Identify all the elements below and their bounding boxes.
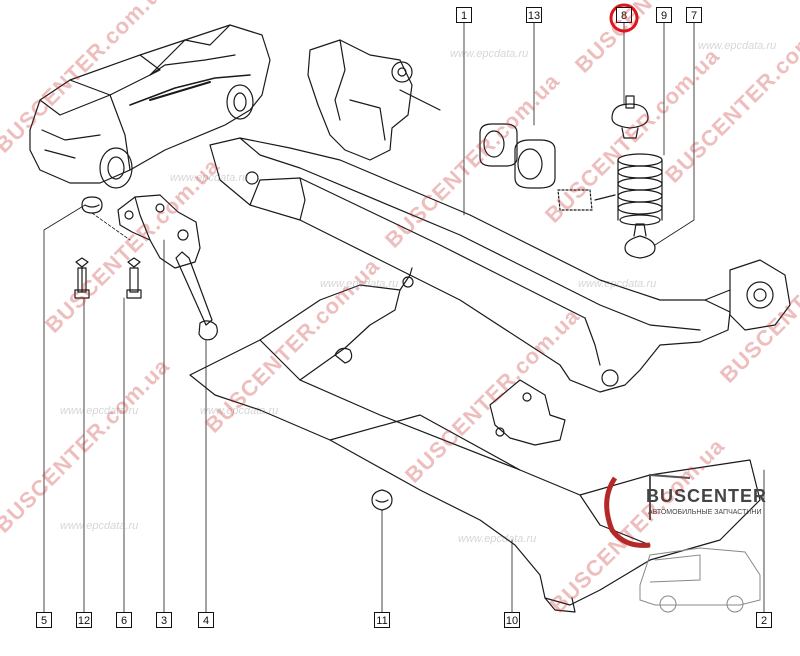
bracket-3	[117, 194, 201, 269]
callout-6[interactable]: 6	[116, 612, 132, 628]
callout-3[interactable]: 3	[156, 612, 172, 628]
hub-mount-right	[704, 259, 791, 331]
callout-11[interactable]: 11	[374, 612, 390, 628]
callout-8[interactable]: 8	[616, 7, 632, 23]
callout-7[interactable]: 7	[686, 7, 702, 23]
rubber-stop-5	[81, 196, 103, 214]
callout-13[interactable]: 13	[526, 7, 542, 23]
rear-axle-beam-1	[209, 137, 731, 393]
bump-stop-7	[624, 223, 656, 259]
bolt-6	[126, 257, 142, 299]
callout-2[interactable]: 2	[756, 612, 772, 628]
spring-seat-8	[611, 95, 649, 139]
callout-5[interactable]: 5	[36, 612, 52, 628]
buscenter-logo	[604, 473, 761, 613]
hub-mount-left	[307, 39, 441, 161]
logo-subtitle: АВТОМОБИЛЬНЫЕ ЗАПЧАСТИНИ	[648, 509, 762, 516]
bushings-13	[479, 123, 616, 211]
callout-1[interactable]: 1	[456, 7, 472, 23]
coil-spring-9	[617, 153, 663, 226]
logo-title: BUSCENTER	[646, 486, 768, 506]
cross-member-10	[189, 267, 761, 613]
callout-10[interactable]: 10	[504, 612, 520, 628]
callout-12[interactable]: 12	[76, 612, 92, 628]
plug-11	[371, 489, 393, 511]
leader-lines	[43, 22, 765, 613]
bracket-2	[489, 379, 566, 446]
callout-4[interactable]: 4	[198, 612, 214, 628]
bolt-12	[74, 257, 90, 299]
highlight-ring	[609, 3, 639, 33]
car-illustration	[29, 24, 271, 189]
van-graphic	[639, 547, 761, 613]
bolt-4	[175, 251, 218, 341]
callout-9[interactable]: 9	[656, 7, 672, 23]
